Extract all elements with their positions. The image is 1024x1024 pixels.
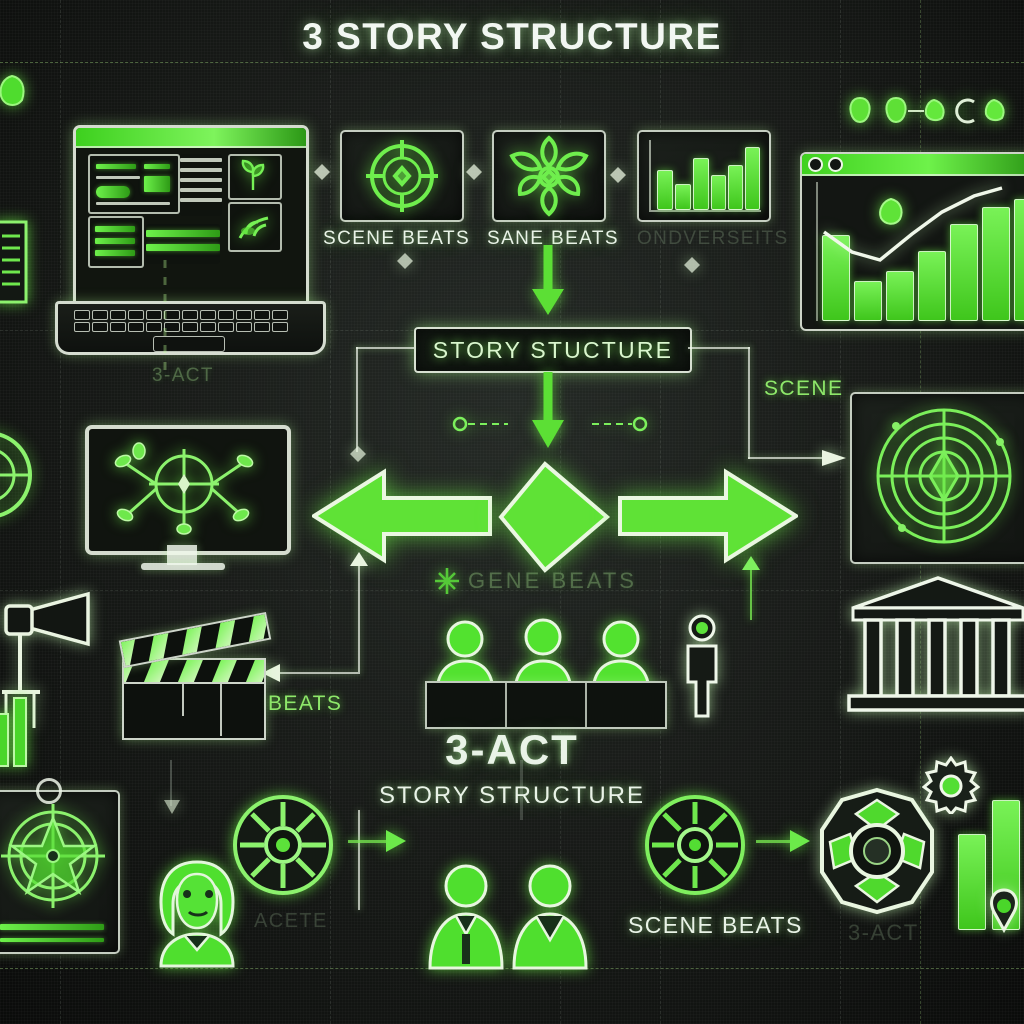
browser-bar-chart-window[interactable]: [800, 152, 1024, 331]
left-edge-bars: [0, 690, 32, 775]
radar-icon: [876, 408, 1012, 544]
bottom-act-subtitle: STORY STRUCTURE: [378, 782, 646, 809]
window-dot: [808, 156, 823, 172]
grid-line: [840, 0, 841, 1024]
gear-icon[interactable]: [922, 756, 980, 814]
arrow-head-bottom-left: [386, 828, 408, 859]
bottom-right-act-label: 3-ACT: [848, 920, 919, 945]
arrow-head-down: [164, 800, 180, 819]
center-beats-node-icon: [430, 564, 464, 603]
connector-up-left: [358, 560, 360, 672]
people-group-icon: [425, 615, 675, 729]
connector-left-down: [356, 347, 358, 452]
radar-target-panel[interactable]: [850, 392, 1024, 564]
label-left-beats: BEATS: [268, 692, 343, 715]
compass-star-panel[interactable]: [0, 778, 120, 954]
tile-ondverseits[interactable]: [637, 130, 771, 222]
center-box-label: STORY STUCTURE: [432, 336, 674, 363]
connector-right: [688, 347, 750, 349]
left-edge-icon: [0, 72, 30, 117]
arrow-right-icon[interactable]: [618, 462, 798, 570]
page-title: 3 STORY STRUCTURE: [302, 16, 722, 57]
connector-diamond: [464, 162, 484, 187]
connector-left-arrow: [348, 444, 368, 469]
connector-diamond: [312, 162, 332, 187]
grid-line: [0, 968, 1024, 969]
flower-icon: [509, 135, 589, 217]
left-edge-panel: [0, 218, 28, 313]
arrow-head-left: [262, 664, 282, 687]
node-row-right: [590, 412, 650, 441]
camera-shutter-icon-mid[interactable]: [640, 790, 750, 905]
top-right-icon-row: [846, 92, 1016, 130]
center-story-structure-box[interactable]: STORY STUCTURE: [414, 327, 692, 373]
connector-up-right: [750, 562, 752, 620]
tile-scene-beats[interactable]: [340, 130, 464, 222]
megaphone-icon: [0, 588, 98, 748]
down-arrow-to-center: [528, 245, 568, 322]
label-right-scene: SCENE: [764, 377, 844, 400]
bottom-scene-beats-label: SCENE BEATS: [628, 912, 803, 938]
monitor-network-diagram: [85, 425, 291, 575]
two-people-icon: [420, 860, 600, 975]
grid-line: [0, 62, 1024, 63]
arrow-head-right: [822, 446, 848, 475]
connector-diamond: [396, 252, 414, 275]
connector-down-left: [358, 810, 360, 910]
center-beats-label: GENE BEATS: [468, 568, 637, 593]
arrow-head-bottom-right: [790, 828, 812, 859]
arrow-head-up: [742, 556, 760, 577]
connector-diamond: [608, 165, 628, 190]
connector-right-down: [748, 347, 750, 459]
connector-to-beats-label: [276, 672, 360, 674]
marker: [520, 760, 523, 820]
bottom-right-bars: [958, 800, 1024, 940]
camera-shutter-icon-large[interactable]: [812, 786, 942, 916]
arrow-head-up-left: [350, 552, 368, 573]
connector-right-to-radar: [748, 457, 830, 459]
arrow-left-icon[interactable]: [312, 462, 492, 570]
clapperboard-icon: [110, 611, 272, 740]
dashed-marker: [160, 260, 170, 385]
female-avatar-icon: [145, 858, 249, 968]
label-left-act: 3-ACT: [152, 365, 214, 386]
tile-label-ondverseits: ONDVERSEITS: [637, 228, 789, 249]
tile-label-scene-beats: SCENE BEATS: [323, 228, 471, 249]
connector-bottom-right: [756, 840, 796, 843]
tile-sane-beats[interactable]: [492, 130, 606, 222]
bottom-act-title: 3-ACT: [445, 726, 579, 773]
camera-shutter-icon-left[interactable]: [228, 790, 338, 905]
person-outline-icon: [680, 612, 724, 727]
connector-diamond: [683, 256, 701, 279]
window-dot: [828, 156, 843, 172]
bottom-left-dim-label: ACETE: [254, 910, 328, 932]
window-titlebar: [802, 154, 1024, 176]
connector-left: [356, 347, 414, 349]
tile-label-sane-beats: SANE BEATS: [487, 228, 619, 249]
left-edge-target-icon: [0, 415, 32, 540]
down-arrow-to-beats: [528, 372, 568, 455]
temple-icon: [845, 570, 1024, 720]
marker: [170, 760, 172, 806]
grid-line: [60, 0, 61, 1024]
target-icon: [366, 140, 438, 212]
play-triangle-icon[interactable]: [495, 458, 611, 576]
connector-bottom-left: [348, 840, 390, 843]
node-row-left: [452, 412, 512, 441]
laptop-dashboard: [55, 125, 326, 355]
grid-line: [0, 590, 1024, 591]
